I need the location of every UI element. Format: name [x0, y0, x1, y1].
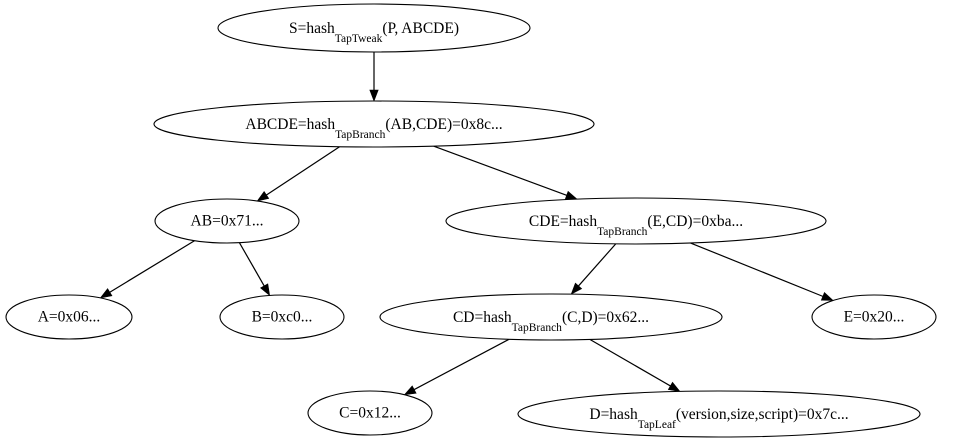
node-ellipse[interactable]	[153, 100, 595, 148]
nodes-layer: S=hashTapTweak(P, ABCDE) ABCDE=hashTapBra…	[5, 3, 937, 438]
node-ellipse[interactable]	[217, 3, 531, 53]
node-label: CDE=hashTapBranch(E,CD)=0xba...	[529, 213, 743, 238]
arrowhead-icon	[260, 283, 271, 297]
edge-ab-to-a	[99, 240, 195, 299]
node-cd[interactable]: CD=hashTapBranch(C,D)=0x62...	[379, 293, 723, 341]
node-d[interactable]: D=hashTapLeaf(version,size,script)=0x7c.…	[517, 390, 921, 438]
node-ellipse[interactable]	[5, 294, 133, 340]
node-label: C=0x12...	[339, 405, 401, 422]
node-s[interactable]: S=hashTapTweak(P, ABCDE)	[217, 3, 531, 53]
arrowhead-icon	[99, 288, 113, 299]
node-ellipse[interactable]	[307, 390, 433, 436]
edge-cd-to-c	[403, 338, 510, 396]
edges-layer	[99, 52, 834, 396]
node-b[interactable]: B=0xc0...	[219, 294, 345, 340]
edge-ab-to-b	[238, 242, 271, 297]
arrowhead-icon	[667, 381, 681, 392]
edge-line	[109, 240, 195, 293]
edge-line	[433, 145, 567, 196]
node-ellipse[interactable]	[219, 294, 345, 340]
arrowhead-icon	[369, 89, 379, 102]
node-e[interactable]: E=0x20...	[811, 294, 937, 340]
edge-abcde-to-ab	[256, 146, 340, 202]
node-ellipse[interactable]	[379, 293, 723, 341]
edge-s-to-abcde	[369, 52, 379, 102]
edge-line	[589, 338, 671, 387]
node-label: AB=0x71...	[191, 213, 264, 230]
node-label: CD=hashTapBranch(C,D)=0x62...	[453, 309, 649, 334]
edge-line	[238, 242, 265, 287]
node-label: E=0x20...	[844, 309, 905, 326]
edge-line	[266, 146, 340, 196]
arrowhead-icon	[403, 385, 417, 396]
node-label: ABCDE=hashTapBranch(AB,CDE)=0x8c...	[245, 116, 502, 141]
node-abcde[interactable]: ABCDE=hashTapBranch(AB,CDE)=0x8c...	[153, 100, 595, 148]
edge-abcde-to-cde	[433, 145, 578, 200]
edge-cde-to-e	[690, 242, 834, 301]
node-ellipse[interactable]	[517, 390, 921, 438]
edge-line	[413, 338, 510, 391]
node-cde[interactable]: CDE=hashTapBranch(E,CD)=0xba...	[445, 197, 827, 245]
edge-line	[578, 243, 617, 287]
node-ellipse[interactable]	[445, 197, 827, 245]
arrowhead-icon	[820, 291, 834, 301]
node-c[interactable]: C=0x12...	[307, 390, 433, 436]
node-a[interactable]: A=0x06...	[5, 294, 133, 340]
edge-cd-to-d	[589, 338, 681, 392]
node-label: S=hashTapTweak(P, ABCDE)	[289, 20, 459, 45]
node-ellipse[interactable]	[154, 198, 300, 244]
node-label: B=0xc0...	[252, 309, 313, 326]
node-label: A=0x06...	[38, 309, 101, 326]
node-label: D=hashTapLeaf(version,size,script)=0x7c.…	[589, 406, 848, 431]
arrowhead-icon	[570, 282, 583, 295]
arrowhead-icon	[564, 190, 578, 200]
edge-line	[690, 242, 824, 297]
node-ellipse[interactable]	[811, 294, 937, 340]
arrowhead-icon	[256, 190, 270, 202]
node-ab[interactable]: AB=0x71...	[154, 198, 300, 244]
edge-cde-to-cd	[570, 243, 617, 295]
